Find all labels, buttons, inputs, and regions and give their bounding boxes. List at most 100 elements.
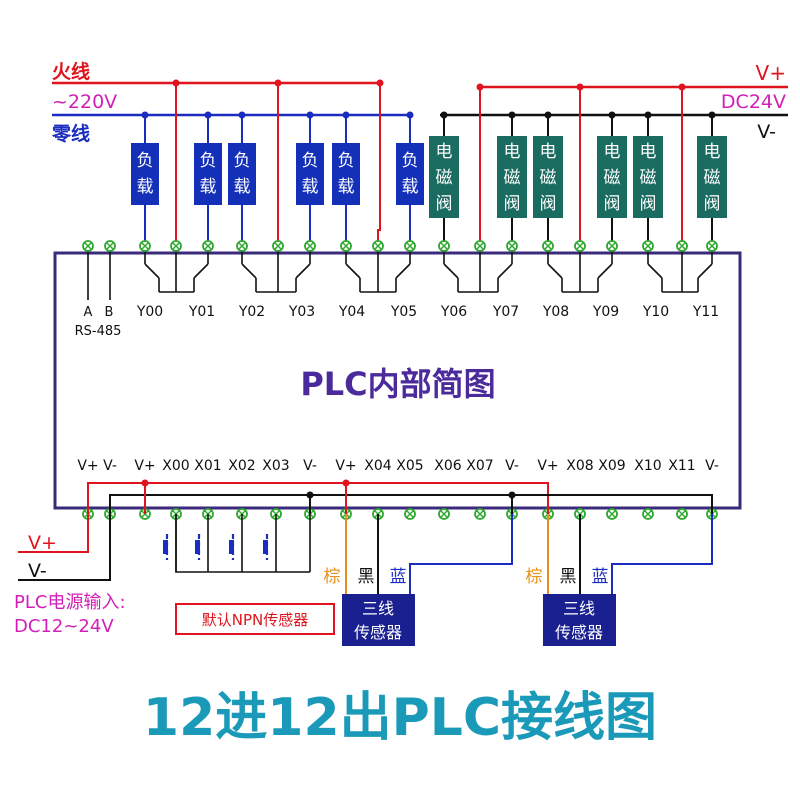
- sensor2-box: [543, 594, 616, 646]
- valve-label: 电: [436, 142, 453, 162]
- supply-plus-label: V+: [28, 532, 57, 554]
- junction-dot: [440, 111, 448, 119]
- sensor-2: 棕 黑 蓝 三线 传感器: [526, 567, 616, 646]
- terminal-mark: [440, 242, 448, 250]
- junction-dot: [508, 491, 516, 499]
- ac-power-rails: 火线 ~220V 零线: [51, 60, 410, 145]
- terminal-mark: [678, 242, 686, 250]
- valve-label: 磁: [504, 168, 521, 188]
- input-label: V+: [537, 458, 558, 474]
- output-wiring: [141, 79, 716, 246]
- input-label: V+: [134, 458, 155, 474]
- sensor2-brown-label: 棕: [526, 567, 543, 587]
- neutral-label: 零线: [51, 122, 90, 145]
- terminal-mark: [476, 510, 484, 518]
- valve-label: 磁: [604, 168, 621, 188]
- relay-contact: [395, 263, 411, 279]
- terminal-mark: [608, 510, 616, 518]
- valve-label: 磁: [540, 168, 557, 188]
- output-label-y01: Y01: [188, 304, 215, 320]
- terminal-mark: [406, 510, 414, 518]
- ac-load-label: 载: [137, 177, 154, 197]
- terminal-mark: [576, 242, 584, 250]
- rs485-label: RS-485: [75, 324, 122, 339]
- input-label: X05: [396, 458, 423, 474]
- terminal-mark: [204, 242, 212, 250]
- terminal-mark: [678, 510, 686, 518]
- junction-dot: [508, 111, 516, 119]
- sensor1-box: [342, 594, 415, 646]
- terminal-mark: [342, 242, 350, 250]
- input-vplus-bus: [87, 482, 549, 514]
- valve-box: [429, 136, 459, 218]
- terminal-mark: [84, 242, 92, 250]
- ac-load-box: [396, 143, 424, 205]
- relay-contact: [295, 263, 311, 279]
- junction-dot: [306, 491, 314, 499]
- input-label: V-: [705, 458, 719, 474]
- ac-load-label: 负: [338, 151, 355, 171]
- terminal-mark: [544, 242, 552, 250]
- junction-dot: [306, 111, 314, 119]
- junction-dot: [678, 83, 686, 91]
- terminal-mark: [274, 242, 282, 250]
- valve-label: 磁: [704, 168, 721, 188]
- terminal-mark: [644, 242, 652, 250]
- npn-note-box: [175, 603, 335, 635]
- valve-label: 电: [504, 142, 521, 162]
- input-label: X02: [228, 458, 255, 474]
- output-label-y05: Y05: [390, 304, 417, 320]
- valve-label: 磁: [436, 168, 453, 188]
- junction-dot: [476, 83, 484, 91]
- junction-dot: [274, 79, 282, 87]
- input-label: V+: [77, 458, 98, 474]
- ac-load-box: [296, 143, 324, 205]
- sensor1-brown-label: 棕: [324, 567, 341, 587]
- sensor2-blue-wire: [611, 514, 713, 594]
- sensor1-line1: 三线: [362, 599, 394, 618]
- relay-contact: [193, 263, 209, 279]
- ac-load-box: [228, 143, 256, 205]
- ac-load-box: [194, 143, 222, 205]
- terminal-mark: [374, 242, 382, 250]
- relay-contact: [697, 263, 713, 279]
- live-label: 火线: [52, 60, 90, 83]
- ac-voltage-label: ~220V: [52, 91, 117, 113]
- output-label-y00: Y00: [136, 304, 163, 320]
- output-label-y03: Y03: [288, 304, 315, 320]
- push-button-cap: [263, 540, 268, 554]
- terminal-mark: [306, 242, 314, 250]
- valve-box: [533, 136, 563, 218]
- relay-contact: [443, 263, 459, 279]
- relay-contact: [144, 263, 160, 279]
- junction-dot: [644, 111, 652, 119]
- terminal-mark: [644, 510, 652, 518]
- npn-note: 默认NPN传感器: [202, 611, 309, 629]
- valve-label: 阀: [540, 194, 557, 214]
- dc-voltage-label: DC24V: [721, 91, 786, 113]
- junction-dot: [141, 479, 149, 487]
- output-label-y06: Y06: [440, 304, 467, 320]
- supply-plus-wire: [18, 514, 89, 553]
- supply-note-line2: DC12~24V: [14, 616, 114, 637]
- ac-load-label: 载: [200, 177, 217, 197]
- terminal-mark: [508, 242, 516, 250]
- ac-load-label: 载: [338, 177, 355, 197]
- sensor-1: 棕 黑 蓝 三线 传感器: [324, 567, 415, 646]
- input-label: X10: [634, 458, 661, 474]
- valve-label: 阀: [704, 194, 721, 214]
- input-label: X04: [364, 458, 391, 474]
- supply-minus-wire: [18, 514, 111, 581]
- junction-dot: [576, 83, 584, 91]
- sensor2-line2: 传感器: [555, 623, 603, 642]
- input-label: V-: [505, 458, 519, 474]
- valve-box: [633, 136, 663, 218]
- input-label: X07: [466, 458, 493, 474]
- junction-dot: [608, 111, 616, 119]
- valve-label: 磁: [640, 168, 657, 188]
- ac-load-label: 载: [234, 177, 251, 197]
- relay-contact: [497, 263, 513, 279]
